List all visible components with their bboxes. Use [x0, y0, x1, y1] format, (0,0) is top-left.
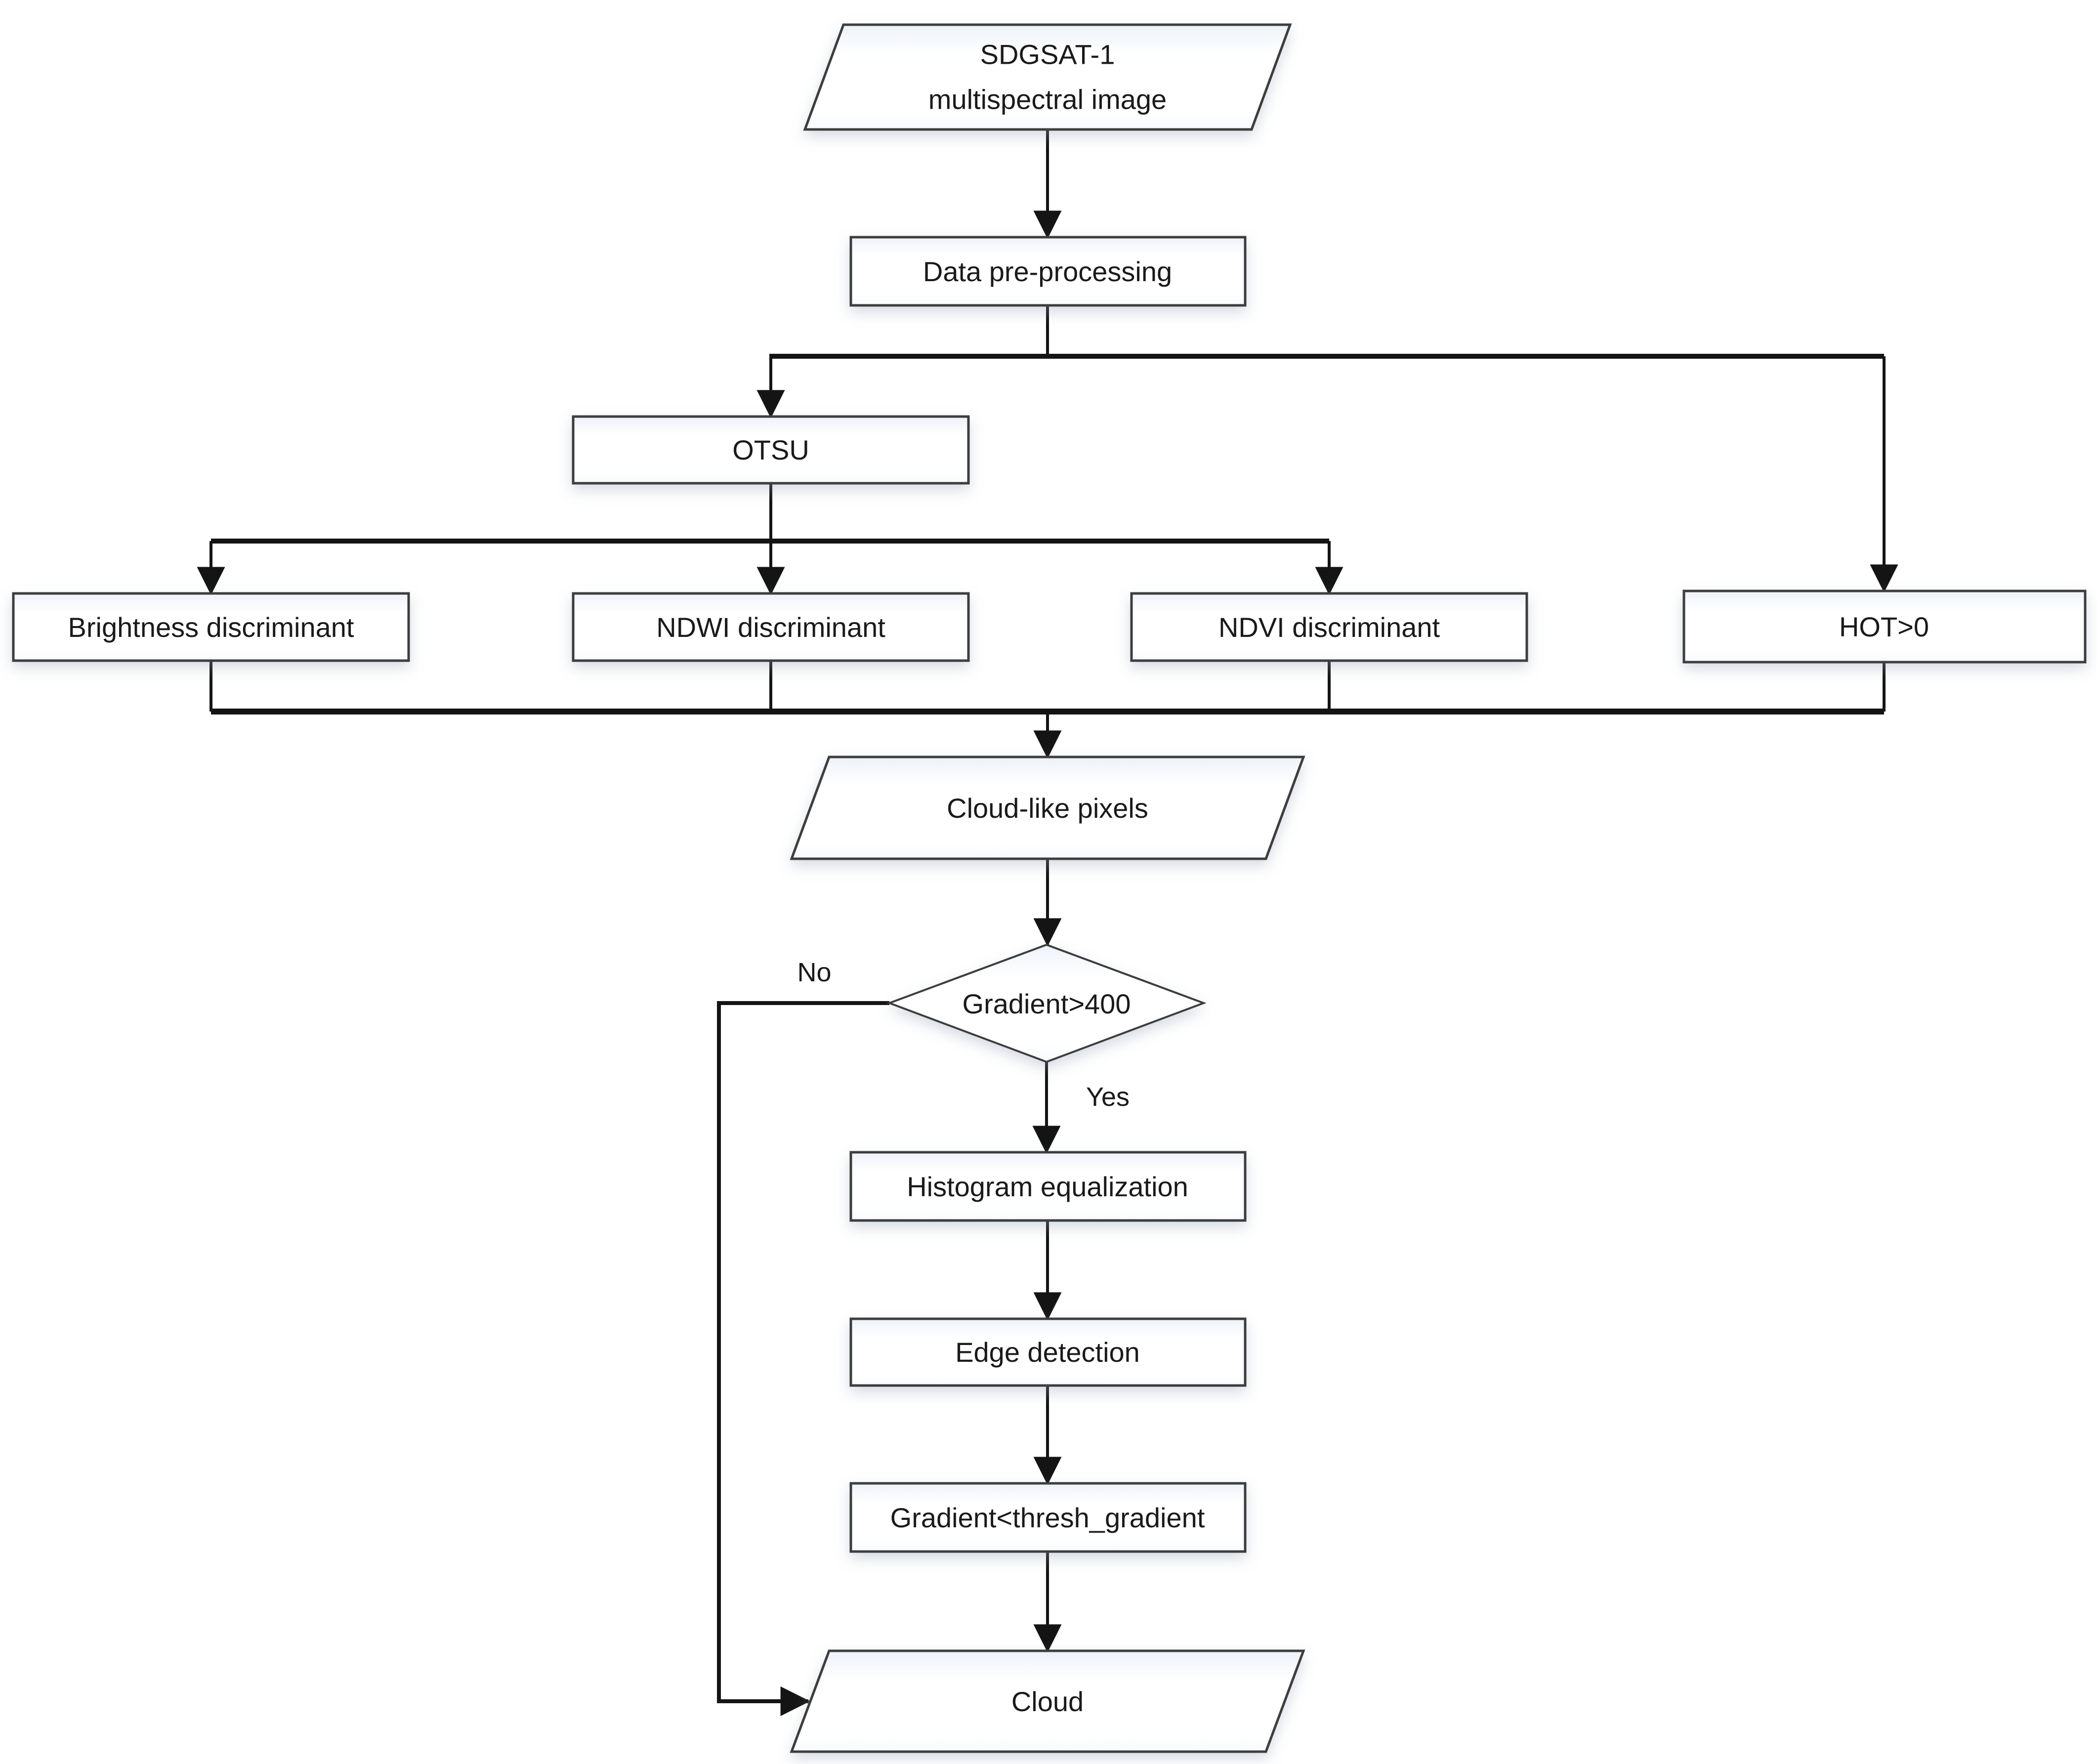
decision-yes-label: Yes	[1086, 1082, 1130, 1112]
node-shape-layer	[12, 23, 2087, 1753]
node-ndwi-shape	[572, 592, 970, 662]
node-ndvi-shape	[1130, 592, 1528, 662]
node-hot-label: HOT>0	[1839, 611, 1929, 642]
node-edge-detection-shape	[849, 1317, 1247, 1387]
node-decision-label: Gradient>400	[962, 988, 1131, 1019]
node-preprocess-label: Data pre-processing	[923, 255, 1173, 287]
node-edge-detection-label: Edge detection	[955, 1336, 1140, 1368]
node-histeq-label: Histogram equalization	[907, 1171, 1188, 1202]
connector-layer	[197, 129, 1898, 1716]
edge-decision-cloud-no	[717, 1001, 889, 1716]
node-brightness-label: Brightness discriminant	[68, 611, 354, 643]
node-otsu-shape	[572, 415, 970, 485]
node-otsu-label: OTSU	[732, 434, 809, 465]
node-gradthresh-label: Gradient<thresh_gradient	[890, 1502, 1205, 1533]
decision-no-label: No	[797, 957, 832, 987]
node-gradthresh-shape	[849, 1482, 1247, 1553]
node-input-label-line1: SDGSAT-1	[980, 39, 1115, 70]
node-histeq-shape	[849, 1151, 1247, 1222]
node-hot-shape	[1682, 589, 2087, 664]
node-input-shape	[803, 23, 1292, 131]
node-input-label: SDGSAT-1 multispectral image	[928, 32, 1167, 122]
node-ndvi-label: NDVI discriminant	[1218, 611, 1440, 643]
node-cloud-shape	[790, 1649, 1305, 1753]
node-ndwi-label: NDWI discriminant	[656, 611, 885, 643]
node-cloud-label: Cloud	[1011, 1685, 1084, 1717]
node-input-label-line2: multispectral image	[928, 84, 1167, 115]
node-preprocess-shape	[849, 236, 1247, 307]
node-brightness-shape	[12, 592, 410, 662]
node-cloudlike-shape	[790, 756, 1305, 860]
node-cloudlike-label: Cloud-like pixels	[947, 792, 1148, 824]
node-decision-shape	[886, 943, 1207, 1063]
